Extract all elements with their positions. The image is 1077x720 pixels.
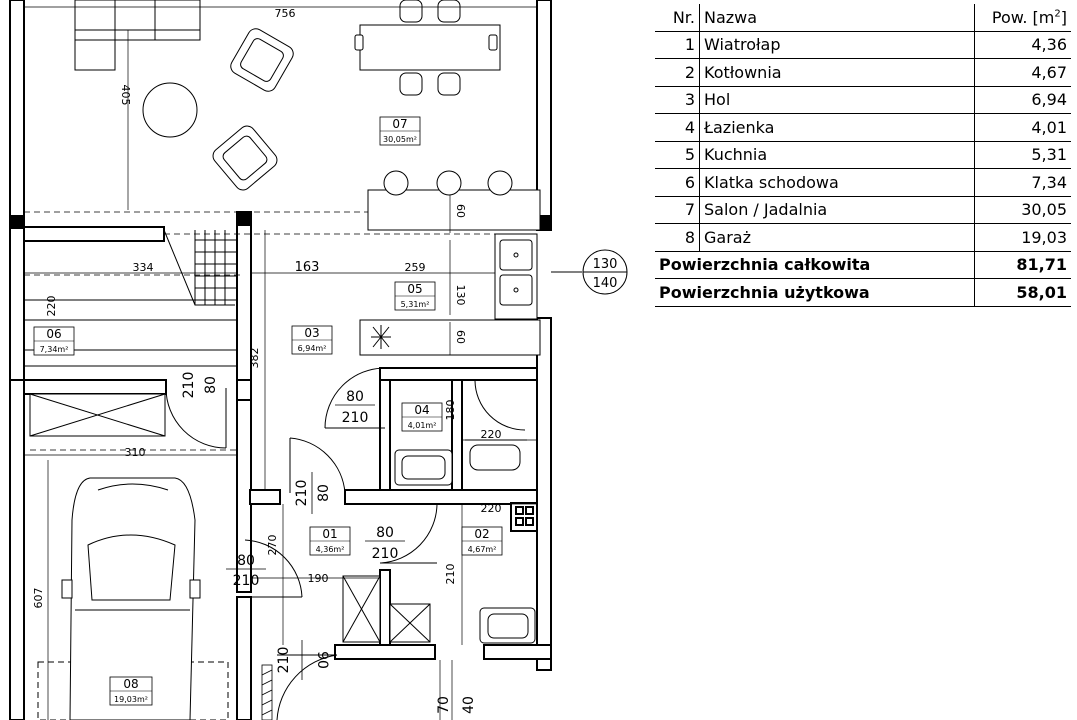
total-row: Powierzchnia całkowita 81,71 bbox=[655, 251, 1071, 279]
dim-756: 756 bbox=[275, 7, 296, 20]
room-01-area: 4,36m² bbox=[316, 545, 345, 554]
table-header: Nr. Nazwa Pow. [m2] bbox=[655, 4, 1071, 32]
room-01-id: 01 bbox=[322, 527, 337, 541]
room-03-area: 6,94m² bbox=[298, 344, 327, 353]
dim-130: 130 bbox=[454, 285, 467, 306]
dim-220b: 220 bbox=[481, 428, 502, 441]
dim-334: 334 bbox=[133, 261, 154, 274]
door-garage-height: 210 bbox=[233, 573, 260, 589]
room-04-id: 04 bbox=[414, 403, 429, 417]
walls bbox=[9, 0, 552, 720]
table-row: 1 Wiatrołap 4,36 bbox=[655, 31, 1071, 59]
bathroom-fixtures bbox=[394, 379, 536, 644]
total-row: Powierzchnia użytkowa 58,01 bbox=[655, 278, 1071, 307]
entry-cabinets bbox=[342, 575, 431, 643]
door-stair-height: 210 bbox=[181, 372, 197, 399]
door-labels: 80 210 80 210 80 210 80 210 80 210 90 21… bbox=[181, 372, 405, 680]
room-08-id: 08 bbox=[123, 677, 138, 691]
door-garage-width: 80 bbox=[237, 553, 255, 569]
room-02-id: 02 bbox=[474, 527, 489, 541]
door-hall-width: 80 bbox=[316, 484, 332, 502]
dashed-lines bbox=[24, 211, 537, 451]
room-label-03: 03 6,94m² bbox=[291, 325, 333, 355]
level-bottom: 140 bbox=[593, 276, 618, 291]
dim-180: 180 bbox=[444, 400, 457, 421]
dim-163: 163 bbox=[295, 260, 320, 275]
table-row: 5 Kuchnia 5,31 bbox=[655, 141, 1071, 169]
dim-405: 405 bbox=[119, 85, 132, 106]
stairs bbox=[24, 229, 237, 367]
dim-60b: 60 bbox=[454, 330, 467, 344]
room-label-07: 07 30,05m² bbox=[379, 116, 421, 146]
dim-220a: 220 bbox=[45, 296, 58, 317]
room-label-05: 05 5,31m² bbox=[394, 281, 436, 311]
level-top: 130 bbox=[593, 257, 618, 272]
room-labels: 07 30,05m² 05 5,31m² 03 6,94m² 06 7,34m²… bbox=[33, 116, 503, 706]
dim-70: 70 bbox=[436, 696, 452, 714]
room-area-table: Nr. Nazwa Pow. [m2] 1 Wiatrołap 4,36 2 K… bbox=[655, 4, 1071, 307]
door-stair-width: 80 bbox=[203, 376, 219, 394]
dim-310: 310 bbox=[125, 446, 146, 459]
table-row: 7 Salon / Jadalnia 30,05 bbox=[655, 196, 1071, 224]
door-boiler-height: 210 bbox=[372, 546, 399, 562]
dimension-labels: 756 405 334 163 259 60 130 60 220 382 18… bbox=[32, 7, 502, 714]
room-07-id: 07 bbox=[392, 117, 407, 131]
table-row: 6 Klatka schodowa 7,34 bbox=[655, 168, 1071, 197]
door-boiler-width: 80 bbox=[376, 525, 394, 541]
room-label-06: 06 7,34m² bbox=[33, 326, 75, 356]
garage bbox=[29, 393, 229, 720]
header-area: Pow. [m2] bbox=[974, 4, 1071, 32]
room-03-id: 03 bbox=[304, 326, 319, 340]
table-row: 2 Kotłownia 4,67 bbox=[655, 58, 1071, 87]
doors bbox=[165, 367, 438, 720]
boiler-icon bbox=[510, 502, 538, 532]
room-05-id: 05 bbox=[407, 282, 422, 296]
dim-40: 40 bbox=[461, 696, 477, 714]
car-icon bbox=[61, 477, 201, 720]
dim-259: 259 bbox=[405, 261, 426, 274]
dim-270: 270 bbox=[266, 535, 279, 556]
room-label-08: 08 19,03m² bbox=[109, 676, 153, 706]
table-row: 3 Hol 6,94 bbox=[655, 86, 1071, 114]
door-entry-width: 90 bbox=[314, 651, 330, 669]
exterior-hatch bbox=[261, 664, 273, 720]
room-02-area: 4,67m² bbox=[468, 545, 497, 554]
table-row: 8 Garaż 19,03 bbox=[655, 223, 1071, 252]
room-04-area: 4,01m² bbox=[408, 421, 437, 430]
room-08-area: 19,03m² bbox=[114, 695, 148, 704]
floor-plan: 130 140 756 405 334 163 259 60 130 60 22… bbox=[9, 0, 628, 720]
dim-60a: 60 bbox=[454, 204, 467, 218]
room-06-area: 7,34m² bbox=[40, 345, 69, 354]
dim-220c: 220 bbox=[481, 502, 502, 515]
door-bath-width: 80 bbox=[346, 389, 364, 405]
living-furniture bbox=[74, 0, 513, 196]
door-hall-height: 210 bbox=[294, 480, 310, 507]
dim-382: 382 bbox=[248, 348, 261, 369]
dim-210: 210 bbox=[444, 564, 457, 585]
dim-190: 190 bbox=[308, 572, 329, 585]
room-05-area: 5,31m² bbox=[401, 300, 430, 309]
door-bath-height: 210 bbox=[342, 410, 369, 426]
dim-607: 607 bbox=[32, 588, 45, 609]
door-entry-height: 210 bbox=[276, 647, 292, 674]
table-row: 4 Łazienka 4,01 bbox=[655, 113, 1071, 142]
room-06-id: 06 bbox=[46, 327, 61, 341]
room-07-area: 30,05m² bbox=[383, 135, 417, 144]
room-label-04: 04 4,01m² bbox=[401, 402, 443, 432]
room-label-02: 02 4,67m² bbox=[461, 526, 503, 556]
header-nr: Nr. bbox=[655, 4, 700, 32]
dim-lines bbox=[24, 6, 537, 720]
room-label-01: 01 4,36m² bbox=[309, 526, 351, 556]
level-marker: 130 140 bbox=[551, 249, 628, 295]
header-name: Nazwa bbox=[699, 4, 975, 32]
